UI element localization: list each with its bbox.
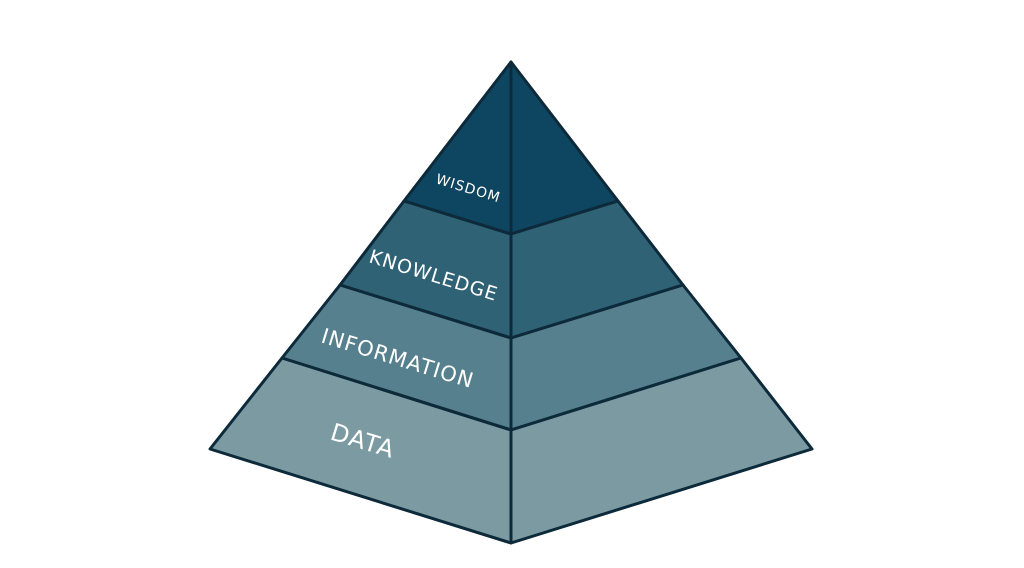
layer-data-right-face [509,356,814,545]
